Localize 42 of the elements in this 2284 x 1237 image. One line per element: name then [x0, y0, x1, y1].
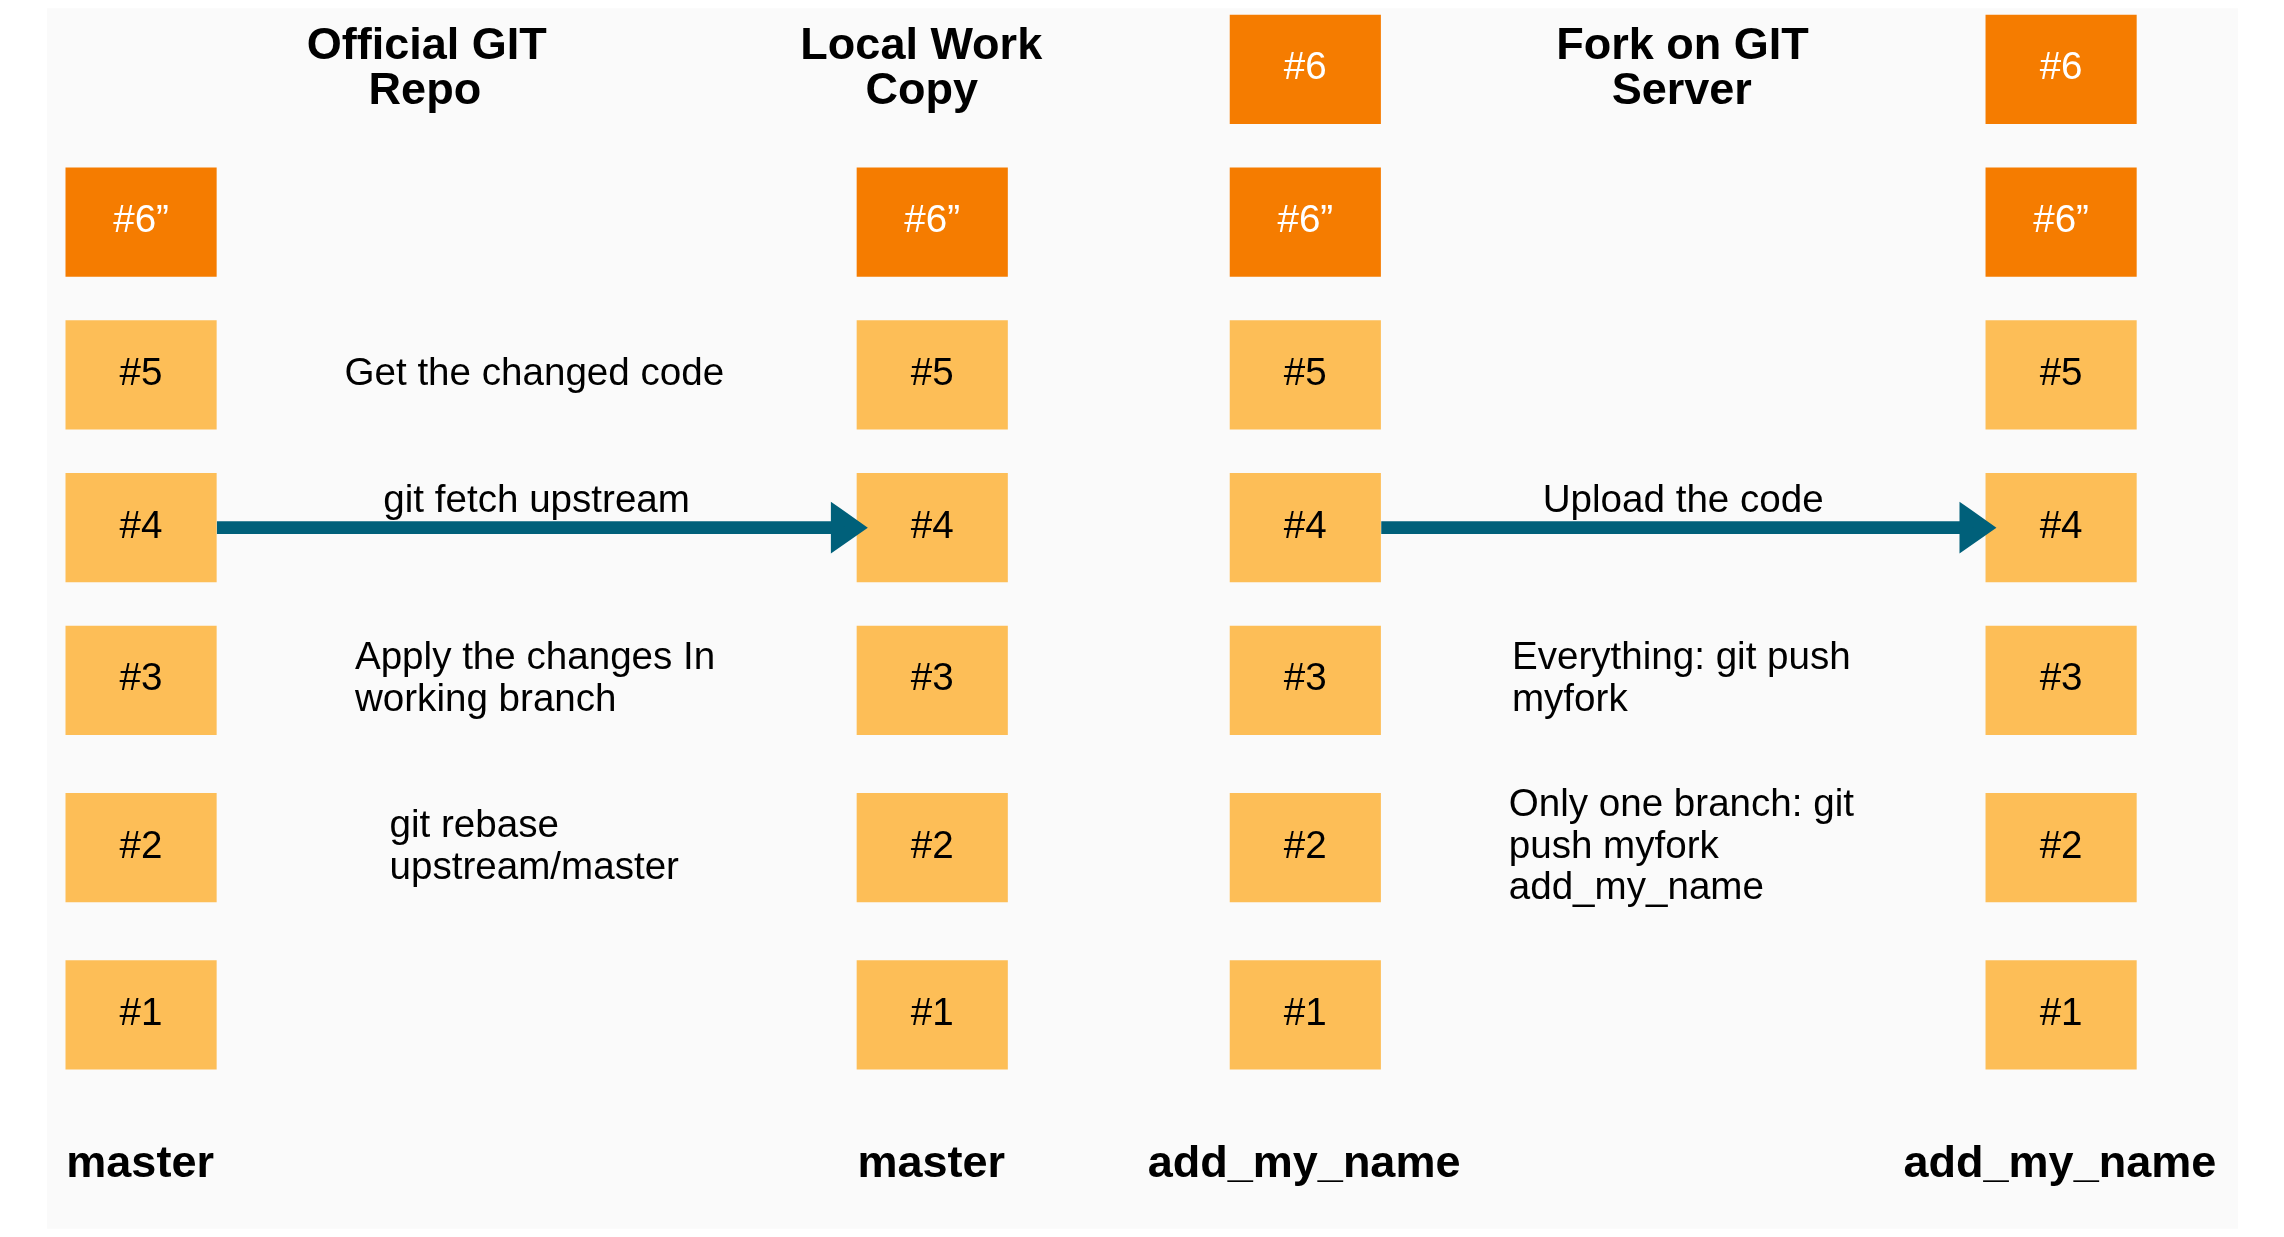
node-box: #4: [1229, 472, 1381, 583]
node-box: #2: [65, 793, 217, 903]
node-box: #3: [65, 625, 217, 736]
edge-label: Upload the code: [1542, 476, 1824, 520]
node-box: #6”: [1229, 167, 1381, 277]
label: git rebase upstream/master: [389, 801, 679, 887]
label: Only one branch: git push myfork add_my_name: [1508, 780, 1854, 908]
label: add_my_name: [1903, 1136, 2216, 1188]
node-box: #1: [856, 960, 1008, 1070]
label: Apply the changes In working branch: [354, 634, 715, 720]
node-box: #4: [1985, 472, 2137, 583]
label: Fork on GIT Server: [1555, 17, 1809, 114]
arrow: [1380, 501, 1996, 554]
node-box: #6”: [65, 167, 217, 277]
label: Official GIT Repo: [306, 17, 547, 114]
edge-label: git fetch upstream: [382, 476, 690, 520]
node-box: #2: [1229, 793, 1381, 903]
node-box: #6: [1985, 14, 2137, 124]
node-box: #5: [65, 320, 217, 430]
label: master: [65, 1136, 214, 1188]
label: add_my_name: [1147, 1136, 1460, 1188]
node-box: #4: [65, 472, 217, 583]
node-box: #5: [1985, 320, 2137, 430]
node-box: #5: [856, 320, 1008, 430]
label: Get the changed code: [343, 349, 724, 393]
node-box: #1: [1229, 960, 1381, 1070]
node-box: #6: [1229, 14, 1381, 124]
label: master: [856, 1136, 1005, 1188]
node-box: #3: [1985, 625, 2137, 736]
label: Local Work Copy: [799, 17, 1042, 114]
node-box: #5: [1229, 320, 1381, 430]
node-box: #1: [1985, 960, 2137, 1070]
node-box: #3: [856, 625, 1008, 736]
node-box: #2: [1985, 793, 2137, 903]
node-box: #6”: [1985, 167, 2137, 277]
node-box: #6”: [856, 167, 1008, 277]
node-box: #4: [856, 472, 1008, 583]
node-box: #2: [856, 793, 1008, 903]
node-box: #3: [1229, 625, 1381, 736]
node-box: #1: [65, 960, 217, 1070]
label: Everything: git push myfork: [1511, 634, 1851, 720]
arrow: [216, 501, 868, 554]
